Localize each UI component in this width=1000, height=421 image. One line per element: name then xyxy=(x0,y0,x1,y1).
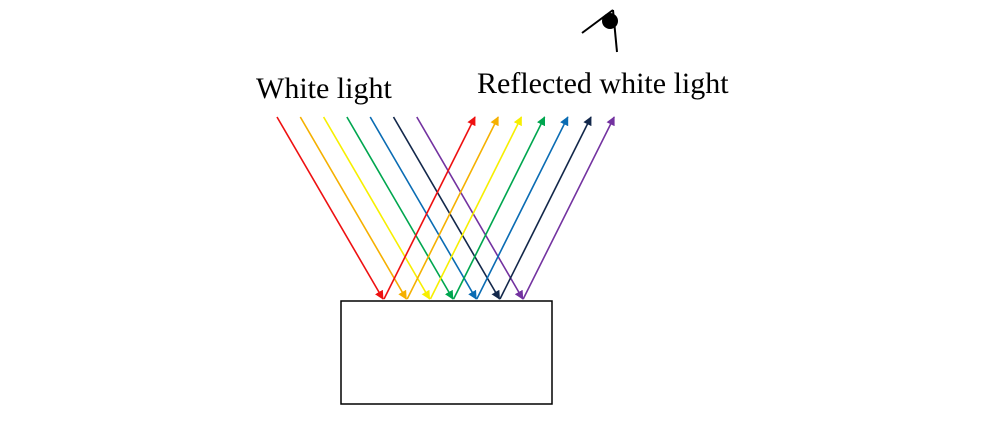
reflected-ray-navy xyxy=(499,116,592,300)
reflected-ray-green xyxy=(452,116,546,300)
incident-ray-purple xyxy=(416,116,524,300)
reflected-ray-purple xyxy=(522,116,615,300)
incident-ray-yellow xyxy=(322,116,431,300)
incident-ray-green xyxy=(346,116,454,300)
reflected-ray-red xyxy=(383,116,476,300)
reflected-ray-blue xyxy=(476,116,569,300)
eye-icon xyxy=(581,9,618,53)
reflected-white-light-label: Reflected white light xyxy=(477,67,729,100)
white-light-label: White light xyxy=(256,72,392,105)
reflected-ray-orange xyxy=(406,116,499,300)
incident-ray-blue xyxy=(369,116,477,300)
eye-upper-lid xyxy=(581,9,614,34)
reflected-ray-yellow xyxy=(429,116,523,300)
incident-ray-red xyxy=(276,116,384,300)
incident-ray-orange xyxy=(299,116,407,300)
incident-rays xyxy=(276,116,524,300)
eye-lower-lid xyxy=(612,9,618,53)
incident-ray-navy xyxy=(392,116,501,300)
reflecting-block xyxy=(340,300,553,405)
reflected-rays xyxy=(383,116,615,300)
